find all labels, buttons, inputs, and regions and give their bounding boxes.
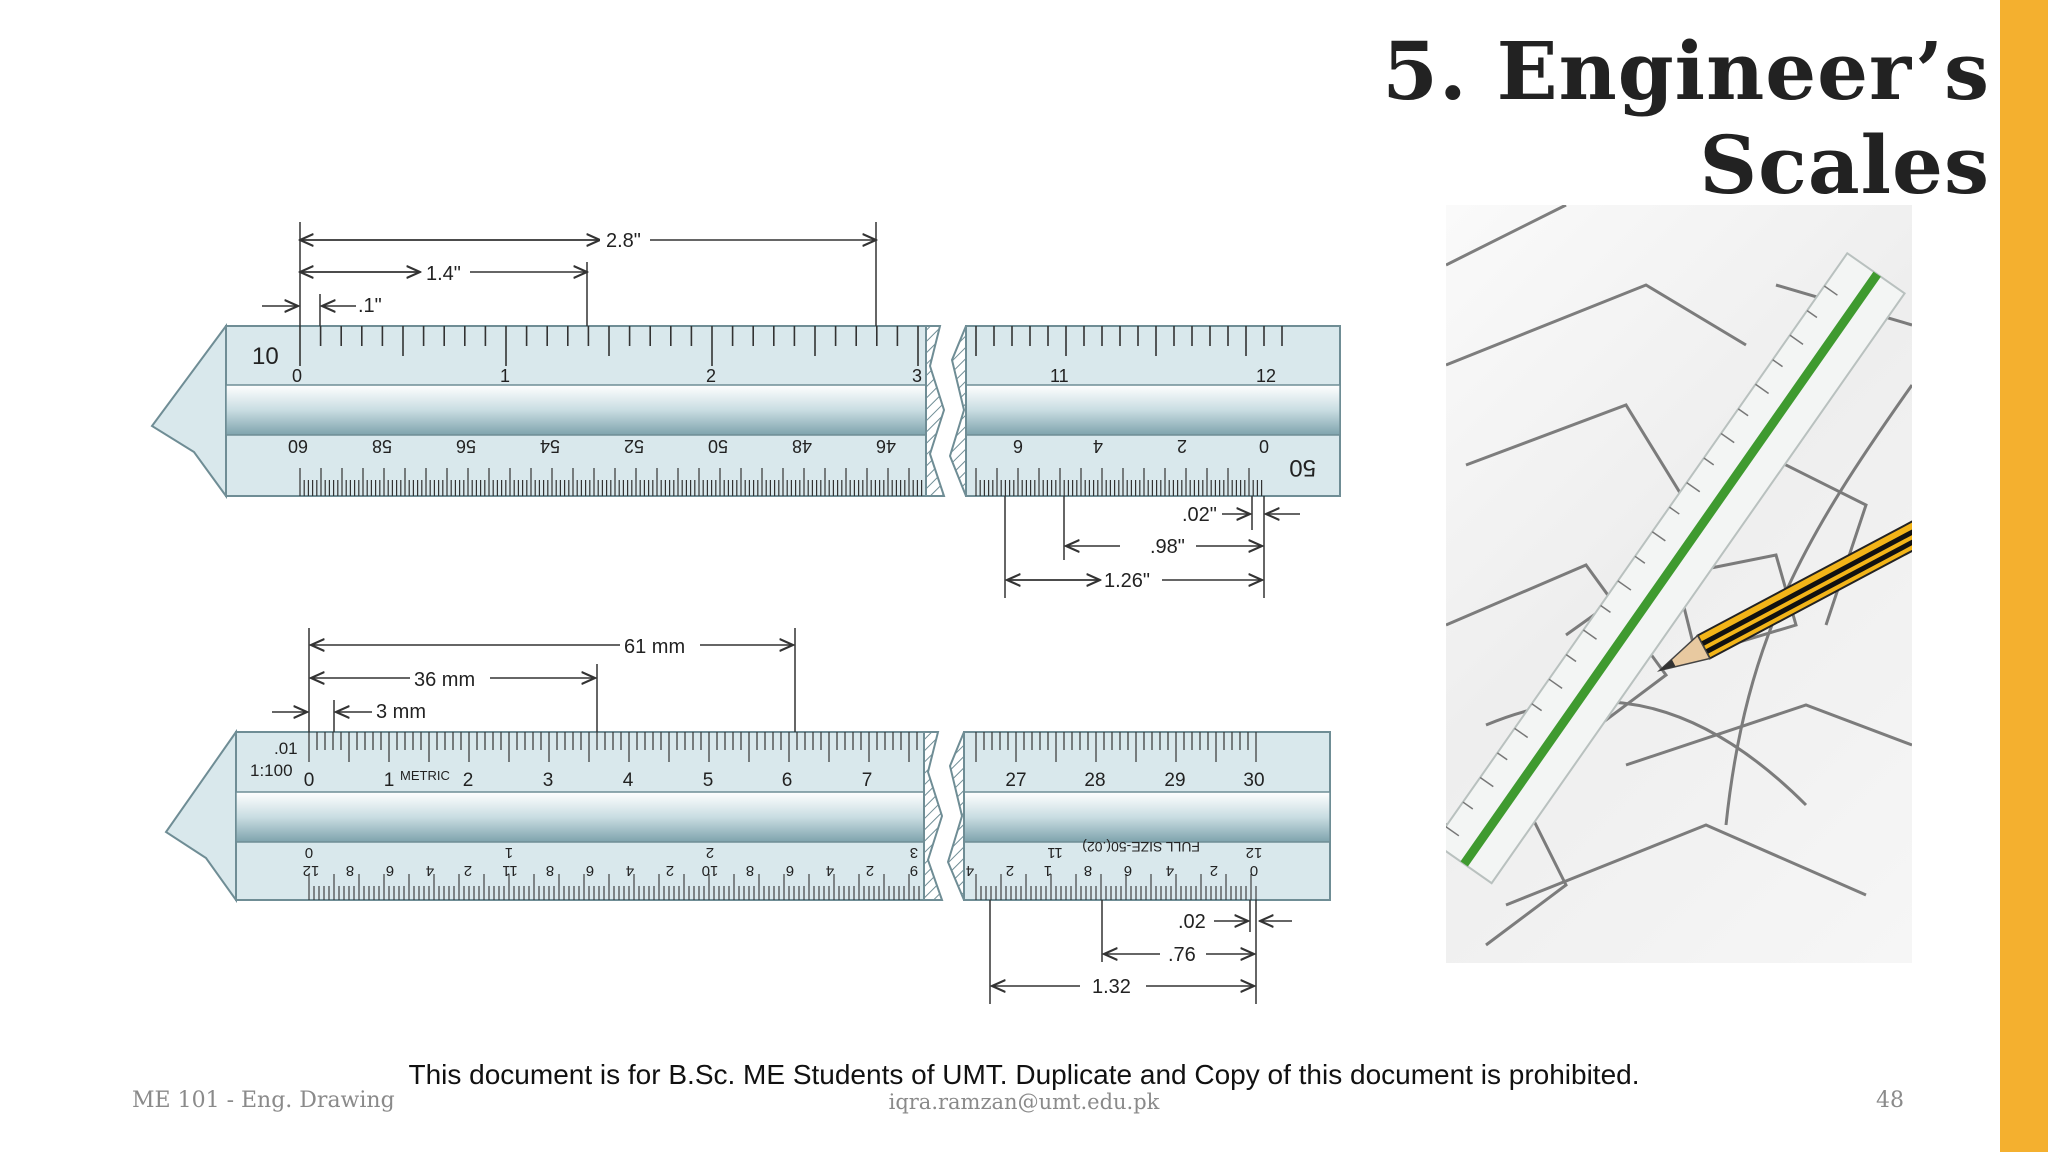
footer-email: iqra.ramzan@umt.edu.pk bbox=[888, 1090, 1160, 1114]
top-dim-1-4: 1.4" bbox=[426, 263, 461, 285]
bottom-lower-tick-label: 4 bbox=[966, 862, 974, 879]
bottom-lower-tick-label: 10 bbox=[702, 862, 719, 879]
bottom-lower-tick-label: 4 bbox=[826, 862, 834, 879]
footer-course: ME 101 - Eng. Drawing bbox=[132, 1088, 395, 1113]
top-lower-tick-label: 46 bbox=[876, 436, 896, 456]
top-upper-tick-12: 12 bbox=[1256, 366, 1276, 386]
bottom-lower-major-label: 12 bbox=[1246, 844, 1263, 861]
bottom-lower-major-label: 2 bbox=[706, 844, 714, 861]
top-upper-tick-2: 2 bbox=[706, 366, 716, 386]
bottom-scale-label-1: .01 bbox=[274, 739, 298, 758]
accent-bar bbox=[2000, 0, 2048, 1152]
top-lower-tick-label: 56 bbox=[456, 436, 476, 456]
top-lower-tick-label: 58 bbox=[372, 436, 392, 456]
top-upper-tick-0: 0 bbox=[292, 366, 302, 386]
bottom-dim-36mm: 36 mm bbox=[414, 669, 475, 691]
slide-title: 5. Engineer’s Scales bbox=[1382, 24, 1990, 212]
bottom-lower-tick-label: 2 bbox=[1210, 862, 1218, 879]
bottom-upper-tick-label: 30 bbox=[1243, 770, 1264, 791]
bottom-upper-tick-label: 6 bbox=[782, 770, 793, 791]
bottom-lower-major-label: 3 bbox=[910, 844, 918, 861]
bottom-lower-tick-label: 8 bbox=[346, 862, 354, 879]
scale-photo bbox=[1446, 205, 1912, 963]
bottom-upper-tick-label: 29 bbox=[1164, 770, 1185, 791]
top-dim-0-98: .98" bbox=[1150, 536, 1185, 558]
bottom-lower-tick-label: 6 bbox=[786, 862, 794, 879]
bottom-upper-tick-label: 2 bbox=[463, 770, 474, 791]
bottom-lower-tick-label: 8 bbox=[746, 862, 754, 879]
top-lower-tick-label: 50 bbox=[708, 436, 728, 456]
bottom-lower-tick-label: 12 bbox=[303, 862, 320, 879]
bottom-lower-tick-label: 6 bbox=[1124, 862, 1132, 879]
top-dim-2-8: 2.8" bbox=[606, 230, 641, 252]
bottom-lower-tick-label: 6 bbox=[386, 862, 394, 879]
bottom-dim-1-32: 1.32 bbox=[1092, 976, 1131, 998]
top-rear-scale-label: 50 bbox=[1289, 454, 1316, 481]
bottom-dim-61mm: 61 mm bbox=[624, 636, 685, 658]
bottom-dim-0-02: .02 bbox=[1178, 911, 1206, 933]
bottom-lower-tick-label: 8 bbox=[1084, 862, 1092, 879]
bottom-upper-tick-label: 0 bbox=[304, 770, 315, 791]
bottom-upper-tick-label: 7 bbox=[862, 770, 873, 791]
bottom-lower-tick-label: 4 bbox=[426, 862, 434, 879]
bottom-metric-label: METRIC bbox=[400, 768, 450, 783]
top-lower-tick-label: 54 bbox=[540, 436, 560, 456]
bottom-dim-0-76: .76 bbox=[1168, 944, 1196, 966]
top-lower-tick-label: 0 bbox=[1259, 436, 1269, 456]
bottom-lower-tick-label: 8 bbox=[546, 862, 554, 879]
bottom-lower-tick-label: 2 bbox=[464, 862, 472, 879]
bottom-lower-tick-label: 9 bbox=[910, 862, 918, 879]
top-lower-tick-label: 2 bbox=[1177, 436, 1187, 456]
top-upper-tick-3: 3 bbox=[912, 366, 922, 386]
bottom-lower-tick-label: 4 bbox=[1166, 862, 1174, 879]
bottom-lower-tick-label: 2 bbox=[666, 862, 674, 879]
bottom-upper-tick-label: 3 bbox=[543, 770, 554, 791]
top-lower-tick-label: 48 bbox=[792, 436, 812, 456]
top-lower-tick-label: 4 bbox=[1093, 436, 1103, 456]
top-scale: 10 50 0 1 2 3 11 12 60 58 56 54 52 50 48 46 6 4 2 0 bbox=[150, 222, 1341, 598]
top-dim-0-02: .02" bbox=[1182, 504, 1217, 526]
copyright-notice: This document is for B.Sc. ME Students o… bbox=[408, 1059, 1640, 1090]
bottom-full-size-label: FULL SIZE-50(.02) bbox=[1082, 839, 1200, 855]
top-upper-tick-11: 11 bbox=[1050, 366, 1069, 386]
bottom-lower-tick-label: 1 bbox=[1044, 862, 1052, 879]
bottom-lower-tick-label: 0 bbox=[1250, 862, 1258, 879]
top-dim-0-1: .1" bbox=[358, 295, 382, 317]
bottom-lower-tick-label: 4 bbox=[626, 862, 634, 879]
bottom-lower-tick-label: 2 bbox=[1006, 862, 1014, 879]
bottom-lower-major-label: 0 bbox=[305, 844, 313, 861]
bottom-scale-label-2: 1:100 bbox=[250, 761, 293, 780]
bottom-upper-tick-label: 28 bbox=[1084, 770, 1105, 791]
top-scale-label: 10 bbox=[252, 343, 279, 370]
bottom-dim-3mm: 3 mm bbox=[376, 701, 426, 723]
bottom-lower-major-label: 1 bbox=[505, 844, 513, 861]
bottom-lower-tick-label: 6 bbox=[586, 862, 594, 879]
bottom-upper-tick-label: 5 bbox=[703, 770, 714, 791]
top-dim-1-26: 1.26" bbox=[1104, 570, 1150, 592]
top-upper-tick-1: 1 bbox=[500, 366, 510, 386]
bottom-lower-tick-label: 2 bbox=[866, 862, 874, 879]
bottom-lower-tick-label: 11 bbox=[502, 862, 518, 879]
bottom-upper-tick-label: 27 bbox=[1005, 770, 1026, 791]
top-lower-tick-label: 52 bbox=[624, 436, 644, 456]
bottom-upper-tick-label: 1 bbox=[384, 770, 395, 791]
scale-photo-illustration bbox=[1446, 205, 1912, 947]
bottom-upper-tick-label: 4 bbox=[623, 770, 634, 791]
bottom-lower-major-label: 11 bbox=[1047, 844, 1063, 861]
top-lower-tick-label: 60 bbox=[288, 436, 308, 456]
footer-page-number: 48 bbox=[1876, 1088, 1904, 1113]
top-lower-tick-label: 6 bbox=[1013, 436, 1023, 456]
